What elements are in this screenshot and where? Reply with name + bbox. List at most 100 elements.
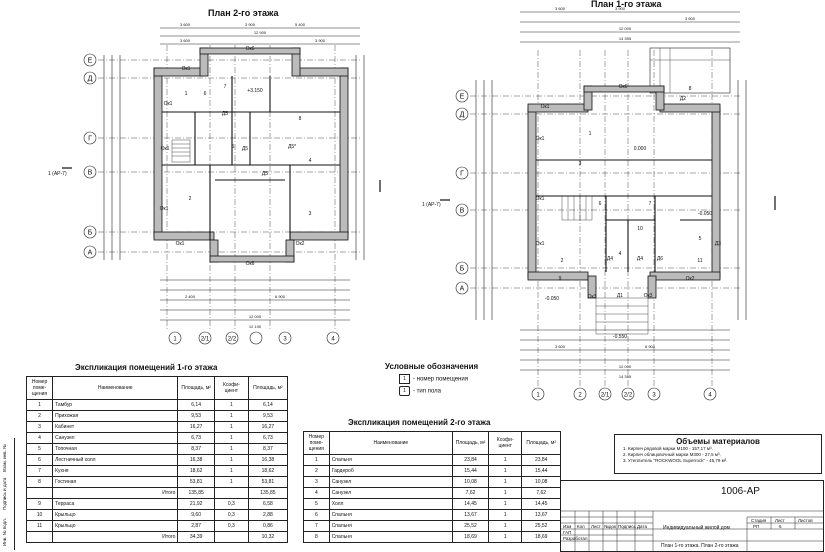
plan1-label: 2 xyxy=(561,258,564,264)
table2-cell: Санузел xyxy=(328,487,454,499)
plan-1-title: План 1-го этажа xyxy=(591,0,662,9)
stamp-header-list: Лист xyxy=(591,524,601,529)
plan1-label: Д2 xyxy=(680,96,686,102)
table1-header-4: Площадь, м² xyxy=(247,376,289,400)
plan1-dimension: 6 900 xyxy=(645,344,656,349)
stamp-header-sign: Подпись xyxy=(618,524,636,529)
table1-cell: 53,81 xyxy=(177,476,215,488)
plan2-label: 8 xyxy=(299,116,302,122)
table2-cell: 1 xyxy=(488,454,523,466)
materials-item-3: 3. Утеплитель "ROCKWOOL Superrock" - 45,… xyxy=(623,458,728,463)
table2-cell: 1 xyxy=(488,531,523,543)
table1-cell: 0,3 xyxy=(213,509,249,521)
table1-cell: Крыльцо xyxy=(52,509,179,521)
table2-cell: Спальня xyxy=(328,454,454,466)
table1-cell: 5 xyxy=(25,443,54,455)
table2-cell: 1 xyxy=(303,454,330,466)
legend-item-room-number: 1- номер помещения xyxy=(399,374,478,384)
table1-cell: 6,73 xyxy=(177,432,215,444)
table2-cell: 7 xyxy=(303,520,330,532)
table1-cell: 2,88 xyxy=(247,509,289,521)
side-strip-1: Взам. инв. № xyxy=(2,444,7,472)
sheets-header: Листов xyxy=(798,518,813,523)
plan2-label: Д5 xyxy=(222,111,228,117)
plan1-label: Д6 xyxy=(657,256,663,262)
table1-cell: 1 xyxy=(213,399,249,411)
table2-cell: Холл xyxy=(328,498,454,510)
axis-letter-plan2: В xyxy=(88,170,93,177)
plan1-dimension: 14 395 xyxy=(619,374,632,379)
axis-number-plan1: 1 xyxy=(536,393,540,399)
table2-cell: 15,44 xyxy=(452,465,490,477)
table1-cell: Топочная xyxy=(52,443,179,455)
stamp-header-date: Дата xyxy=(637,524,647,529)
plan1-label: Д1 xyxy=(617,293,623,299)
table2-header-0: Номер поме-щения xyxy=(303,431,330,455)
legend: Условные обозначения 1- номер помещения … xyxy=(385,362,478,396)
axis-letter-plan1: А xyxy=(460,286,465,293)
table1-cell xyxy=(213,487,249,499)
materials-item-2: 2. Кирпич облицовочный марки М300 - 27,5… xyxy=(623,452,721,457)
plan2-label: 4 xyxy=(309,158,312,164)
axis-letter-plan1: Е xyxy=(460,94,465,101)
plan1-label: Ок1 xyxy=(536,241,545,247)
stage-header: Стадия xyxy=(751,518,767,523)
plan-2-title: План 2-го этажа xyxy=(208,8,279,18)
axis-number-plan1: 3 xyxy=(652,393,656,399)
table1-cell: 8,37 xyxy=(177,443,215,455)
table2-cell: 10,08 xyxy=(521,476,561,488)
table2-cell: 2 xyxy=(303,465,330,477)
title-block: 1006-АР Изм Кол Лист №док Подпись Дата Г… xyxy=(560,480,824,552)
plan2-label: +3.150 xyxy=(247,88,263,94)
table2-cell: 7,62 xyxy=(452,487,490,499)
table1-cell: 2,87 xyxy=(177,520,215,532)
axis-number-plan2: 2/2 xyxy=(228,337,237,343)
table1-cell: 4 xyxy=(25,432,54,444)
plan1-label: -0.050 xyxy=(545,296,559,302)
table2-cell: 8 xyxy=(303,531,330,543)
table1-cell: Лестничный холл xyxy=(52,454,179,466)
table1-cell: 34,39 xyxy=(177,531,215,543)
table1-cell: 18,62 xyxy=(247,465,289,477)
table1-cell: 16,27 xyxy=(177,421,215,433)
plan2-dimension: 3 600 xyxy=(180,22,191,27)
table1-cell: 9,53 xyxy=(247,410,289,422)
table1-cell: 135,85 xyxy=(177,487,215,499)
table1-cell: 16,27 xyxy=(247,421,289,433)
plan1-label: -0.550 xyxy=(613,334,627,340)
table2-cell: 4 xyxy=(303,487,330,499)
axis-letter-plan1: Б xyxy=(460,266,465,273)
table1-cell: 6,73 xyxy=(247,432,289,444)
table2-cell: 15,44 xyxy=(521,465,561,477)
plan1-dimension: 12 000 xyxy=(619,26,632,31)
table1-cell: 9,53 xyxy=(177,410,215,422)
axis-number-plan2: 3 xyxy=(283,337,287,343)
plan1-label: Ок1 xyxy=(536,136,545,142)
side-strip-3: Инв. № подл. xyxy=(2,517,7,546)
table1-cell: Гостиная xyxy=(52,476,179,488)
table1-cell: Итого xyxy=(52,531,179,543)
table1-header-2: Площадь, м² xyxy=(177,376,215,400)
side-strip: Взам. инв. № Подпись и дата Инв. № подл. xyxy=(0,438,15,550)
axis-letter-plan1: В xyxy=(460,208,465,215)
table1-cell: 6 xyxy=(25,454,54,466)
table1-cell: 11 xyxy=(25,520,54,532)
plan1-label: Ок3 xyxy=(588,294,597,300)
table1-cell: Тамбур xyxy=(52,399,179,411)
plan1-dimension: 14 395 xyxy=(619,36,632,41)
plan2-label: Ок1 xyxy=(182,66,191,72)
legend-text-floor: - тип пола xyxy=(413,388,441,395)
plan1-label: 11 xyxy=(697,258,702,264)
table2-cell: Гардероб xyxy=(328,465,454,477)
